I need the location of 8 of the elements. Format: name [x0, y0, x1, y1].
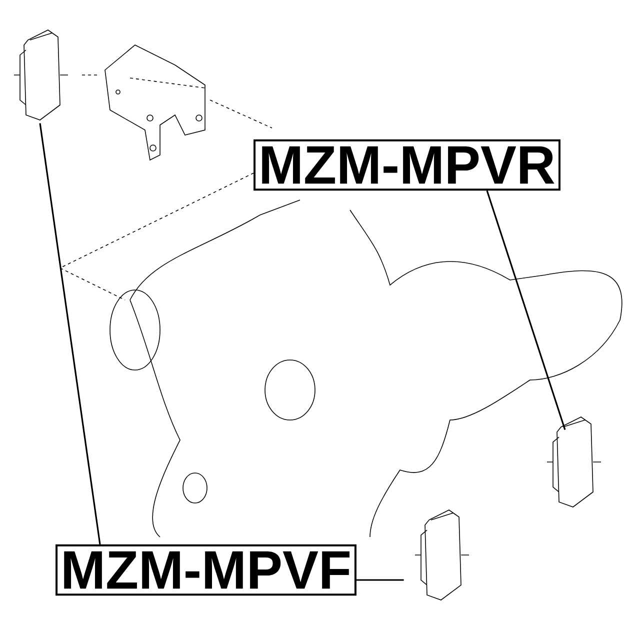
leader-line — [39, 123, 101, 545]
part-number-box: MZM-MPVR — [254, 139, 560, 191]
engine-mount-drawing — [546, 416, 602, 508]
leader-line — [356, 579, 404, 581]
leader-line — [486, 190, 566, 430]
part-number-box: MZM-MPVF — [56, 544, 356, 596]
engine-mount-drawing — [414, 510, 470, 600]
engine-mount-drawing — [14, 30, 68, 120]
